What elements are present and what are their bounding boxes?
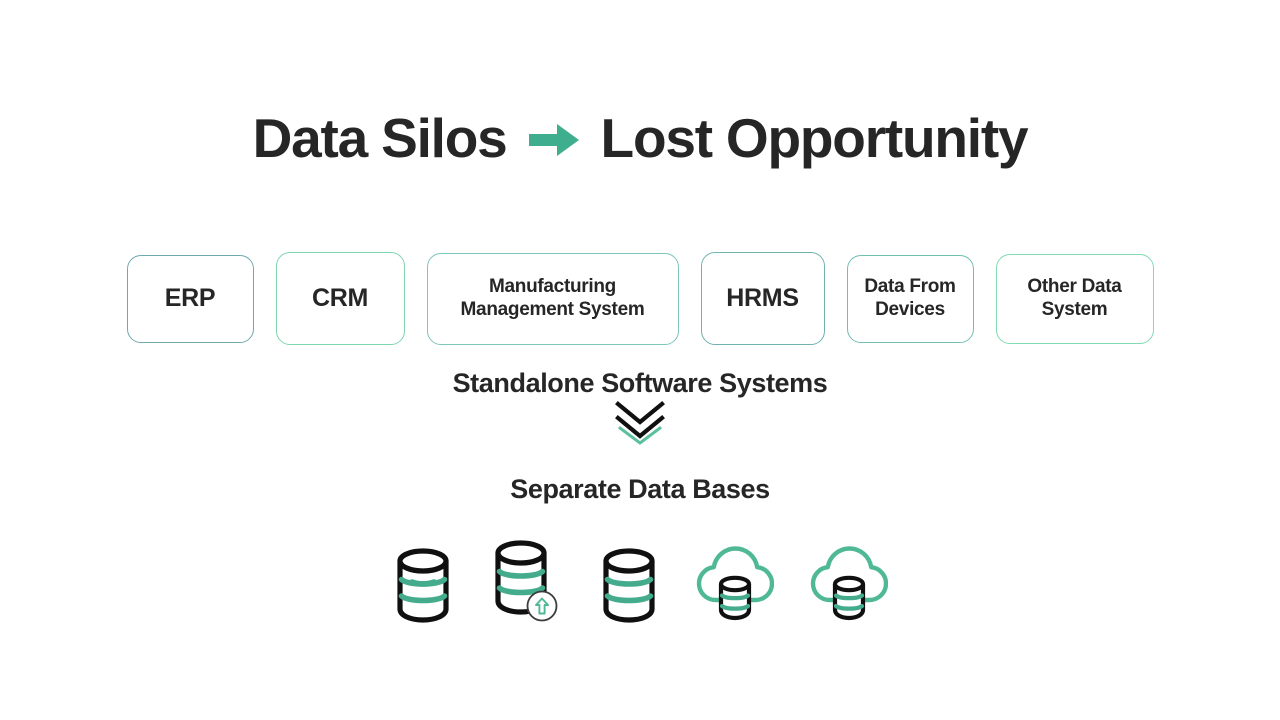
system-box-other-data-system[interactable]: Other Data System xyxy=(995,253,1154,344)
system-box-dfd-label-line2: Devices xyxy=(875,298,945,320)
title-left-text: Data Silos xyxy=(252,107,508,169)
database-item-1[interactable] xyxy=(392,546,454,624)
page-title: Data Silos Lost Opportunity xyxy=(0,108,1280,169)
database-icon xyxy=(495,540,547,615)
system-box-manufacturing-management-system[interactable]: Manufacturing Management System xyxy=(426,252,679,345)
system-box-dfd-label-line1: Data From xyxy=(864,276,956,298)
cloud-database-item-1[interactable] xyxy=(696,540,774,624)
database-icon xyxy=(397,548,449,623)
database-item-2[interactable] xyxy=(490,538,562,624)
system-box-hrms[interactable]: HRMS xyxy=(700,252,825,345)
system-box-crm-label: CRM xyxy=(311,284,369,312)
cloud-database-item-2[interactable] xyxy=(810,540,888,624)
cloud-database-icon xyxy=(696,546,774,621)
system-box-ods-label: Other Data System xyxy=(1027,276,1121,320)
database-icons-row xyxy=(0,528,1280,624)
database-item-3[interactable] xyxy=(598,546,660,624)
double-chevron-down-icon xyxy=(0,398,1280,446)
system-box-ods-label-line2: System xyxy=(1041,298,1108,320)
system-box-ods-label-line1: Other Data xyxy=(1027,276,1122,298)
system-box-mms-label-line2: Management System xyxy=(460,298,645,320)
system-box-data-from-devices[interactable]: Data From Devices xyxy=(846,254,974,343)
system-box-erp[interactable]: ERP xyxy=(126,254,254,343)
system-box-hrms-label: HRMS xyxy=(726,284,799,312)
database-icon xyxy=(603,548,655,623)
standalone-systems-caption: Standalone Software Systems xyxy=(452,368,828,398)
system-box-dfd-label: Data From Devices xyxy=(864,276,956,320)
system-box-crm[interactable]: CRM xyxy=(275,252,405,345)
system-box-mms-label: Manufacturing Management System xyxy=(461,276,645,320)
system-box-mms-label-line1: Manufacturing xyxy=(488,276,616,298)
separate-databases-caption: Separate Data Bases xyxy=(510,474,770,504)
cloud-database-icon xyxy=(810,546,888,621)
title-right-text: Lost Opportunity xyxy=(600,107,1029,169)
upload-arrow-badge-icon xyxy=(526,590,558,622)
system-box-erp-label: ERP xyxy=(164,284,216,312)
standalone-systems-row: ERP CRM Manufacturing Management System … xyxy=(0,251,1280,346)
right-arrow-icon xyxy=(527,120,581,160)
